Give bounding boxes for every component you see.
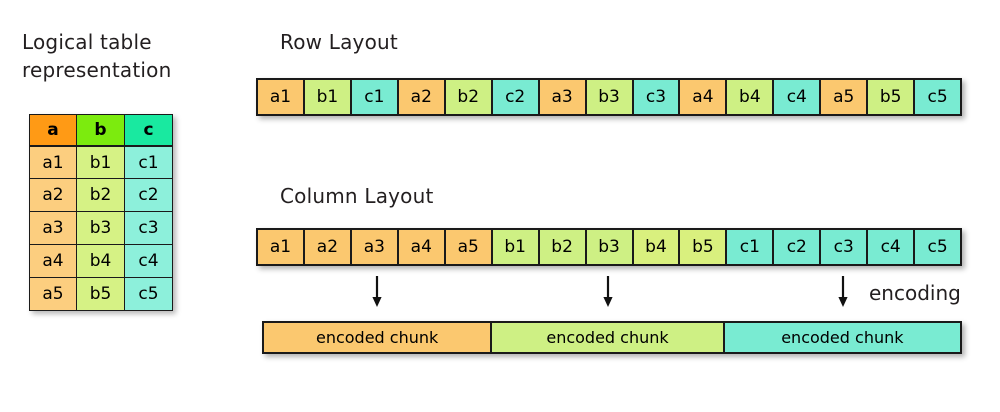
table-cell: a1 bbox=[29, 146, 77, 179]
layout-cell: b4 bbox=[727, 80, 775, 114]
layout-cell: a3 bbox=[539, 80, 587, 114]
encoded-chunk: encoded chunk bbox=[724, 323, 960, 352]
layout-cell: a1 bbox=[258, 80, 305, 114]
table-header-b: b bbox=[77, 114, 125, 146]
layout-cell: b1 bbox=[304, 80, 352, 114]
encoded-chunk: encoded chunk bbox=[492, 323, 725, 352]
layout-cell: b4 bbox=[633, 230, 681, 264]
table-header-c: c bbox=[125, 114, 173, 146]
logical-table-title-line2: representation bbox=[22, 58, 172, 82]
layout-cell: b3 bbox=[586, 80, 634, 114]
down-arrow-icon bbox=[838, 276, 848, 307]
layout-cell: a4 bbox=[398, 230, 446, 264]
table-cell: b2 bbox=[77, 179, 125, 212]
layout-cell: a4 bbox=[680, 80, 728, 114]
table-cell: c5 bbox=[125, 278, 173, 311]
layout-cell: a3 bbox=[351, 230, 399, 264]
layout-cell: b3 bbox=[586, 230, 634, 264]
table-cell: c3 bbox=[125, 212, 173, 245]
layout-cell: c5 bbox=[915, 80, 961, 114]
table-cell: b3 bbox=[77, 212, 125, 245]
table-cell: c2 bbox=[125, 179, 173, 212]
encoding-label: encoding bbox=[869, 281, 961, 305]
layout-cell: c1 bbox=[351, 80, 399, 114]
layout-cell: a2 bbox=[398, 80, 446, 114]
table-cell: a3 bbox=[29, 212, 77, 245]
table-cell: b4 bbox=[77, 245, 125, 278]
layout-cell: c3 bbox=[821, 230, 869, 264]
layout-cell: c4 bbox=[868, 230, 916, 264]
layout-cell: b5 bbox=[680, 230, 728, 264]
down-arrow-icon bbox=[603, 276, 613, 307]
layout-cell: c2 bbox=[774, 230, 822, 264]
layout-cell: c3 bbox=[633, 80, 681, 114]
layout-cell: b2 bbox=[539, 230, 587, 264]
table-cell: c1 bbox=[125, 146, 173, 179]
table-header-row: a b c bbox=[29, 114, 173, 146]
layout-cell: b2 bbox=[445, 80, 493, 114]
row-layout-title: Row Layout bbox=[280, 30, 398, 54]
logical-table-title: Logical table representation bbox=[22, 28, 222, 84]
layout-cell: c1 bbox=[727, 230, 775, 264]
down-arrow-icon bbox=[372, 276, 382, 307]
table-cell: b1 bbox=[77, 146, 125, 179]
column-layout-title: Column Layout bbox=[280, 184, 434, 208]
table-header-a: a bbox=[29, 114, 77, 146]
table-cell: a4 bbox=[29, 245, 77, 278]
encoded-chunk: encoded chunk bbox=[264, 323, 493, 352]
layout-cell: a5 bbox=[445, 230, 493, 264]
layout-cell: b5 bbox=[868, 80, 916, 114]
layout-cell: b1 bbox=[492, 230, 540, 264]
table-cell: a5 bbox=[29, 278, 77, 311]
table-cell: b5 bbox=[77, 278, 125, 311]
layout-cell: a2 bbox=[304, 230, 352, 264]
layout-cell: a5 bbox=[821, 80, 869, 114]
table-cell: a2 bbox=[29, 179, 77, 212]
layout-cell: c4 bbox=[774, 80, 822, 114]
table-cell: c4 bbox=[125, 245, 173, 278]
logical-table-title-line1: Logical table bbox=[22, 30, 152, 54]
layout-cell: a1 bbox=[258, 230, 305, 264]
layout-cell: c5 bbox=[915, 230, 961, 264]
layout-cell: c2 bbox=[492, 80, 540, 114]
